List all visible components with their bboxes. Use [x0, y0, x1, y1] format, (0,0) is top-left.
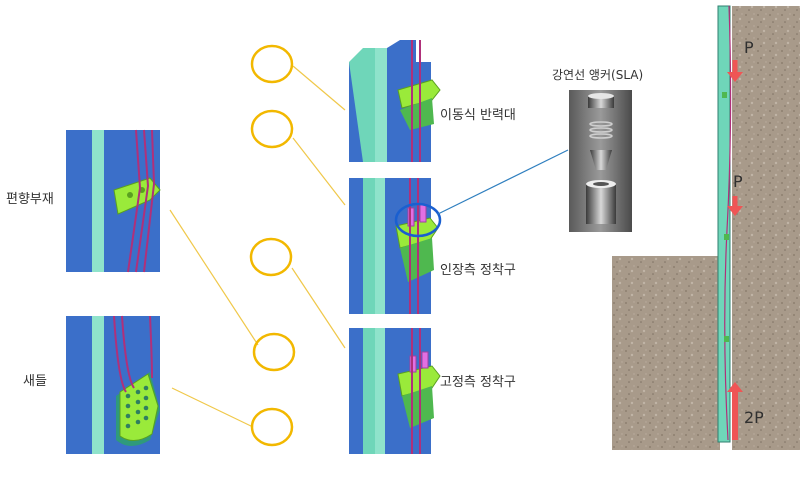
sla-connector-line	[437, 149, 569, 215]
load-arrow-middle	[727, 196, 743, 216]
callout-circle-5	[250, 407, 294, 447]
fixed-anchor-detail	[349, 328, 441, 454]
callout-lines	[169, 65, 346, 428]
callout-circle-1	[250, 44, 294, 84]
callout-circle-3	[249, 237, 293, 277]
label-deflector: 편향부재	[6, 192, 54, 207]
callout-circle-2	[250, 109, 294, 149]
load-label-middle: P	[733, 172, 743, 191]
load-label-bottom: 2P	[744, 408, 764, 427]
load-label-upper: P	[744, 38, 754, 57]
label-movable-reaction: 이동식 반력대	[440, 108, 516, 123]
label-tension-anchor: 인장측 정착구	[440, 263, 516, 278]
callout-circle-4	[252, 332, 296, 372]
label-saddle: 새들	[23, 374, 47, 389]
saddle-detail	[66, 315, 160, 454]
label-fixed-anchor: 고정측 정착구	[440, 375, 516, 390]
movable-reaction-detail	[349, 40, 441, 162]
deflector-detail	[66, 129, 161, 273]
soil-section	[612, 5, 800, 450]
tension-anchor-detail	[349, 178, 442, 314]
tension-anchor-highlight	[394, 202, 442, 238]
load-arrows	[727, 60, 743, 440]
label-sla-anchor: 강연선 앵커(SLA)	[552, 68, 644, 82]
sla-photo	[569, 90, 632, 232]
callout-circles	[249, 44, 296, 447]
load-arrow-bottom	[727, 382, 743, 440]
load-arrow-upper	[727, 60, 743, 82]
